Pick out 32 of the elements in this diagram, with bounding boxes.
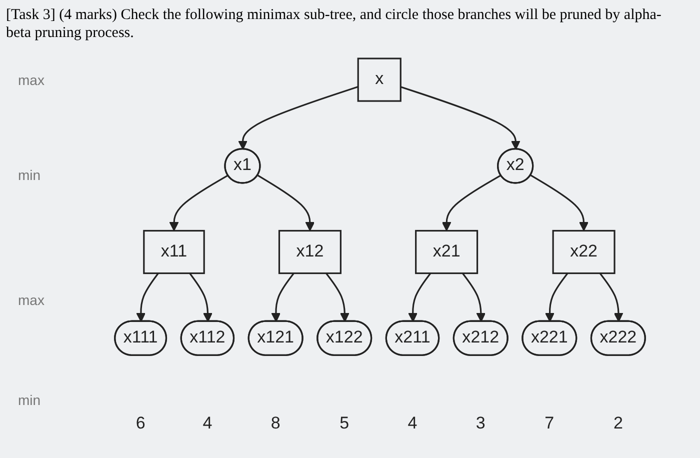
node-label: 4 xyxy=(408,414,418,433)
node-box: x11 xyxy=(143,230,205,274)
arrow xyxy=(442,174,502,232)
task-instruction: [Task 3] (4 marks) Check the following minimax sub-tree, and circle those branches will be pruned by alpha-beta pruning process. xyxy=(6,6,662,42)
arrow xyxy=(400,86,520,150)
node-label: 3 xyxy=(476,414,486,433)
arrow xyxy=(545,272,568,322)
node-label: 2 xyxy=(613,414,623,433)
level-label: max xyxy=(18,292,44,308)
node-label: 4 xyxy=(202,414,212,433)
node-box: x xyxy=(357,58,402,102)
level-label: min xyxy=(18,167,41,183)
node-box: x22 xyxy=(552,230,616,274)
node-label: 8 xyxy=(270,414,280,433)
arrow xyxy=(271,272,294,322)
arrow xyxy=(136,272,159,322)
arrow xyxy=(238,86,358,150)
node-label: 5 xyxy=(340,414,350,433)
arrow xyxy=(462,272,486,322)
arrow xyxy=(169,174,228,232)
arrow xyxy=(530,174,588,232)
level-label: min xyxy=(18,392,41,408)
arrow xyxy=(326,272,350,322)
arrow xyxy=(189,272,212,322)
arrow xyxy=(408,272,432,322)
arrow xyxy=(599,272,624,322)
arrow xyxy=(257,174,315,232)
level-label: max xyxy=(18,72,44,88)
node-label: 7 xyxy=(544,414,554,433)
node-box: x21 xyxy=(415,230,478,274)
node-label: 6 xyxy=(136,414,146,433)
node-box: x12 xyxy=(278,230,342,274)
